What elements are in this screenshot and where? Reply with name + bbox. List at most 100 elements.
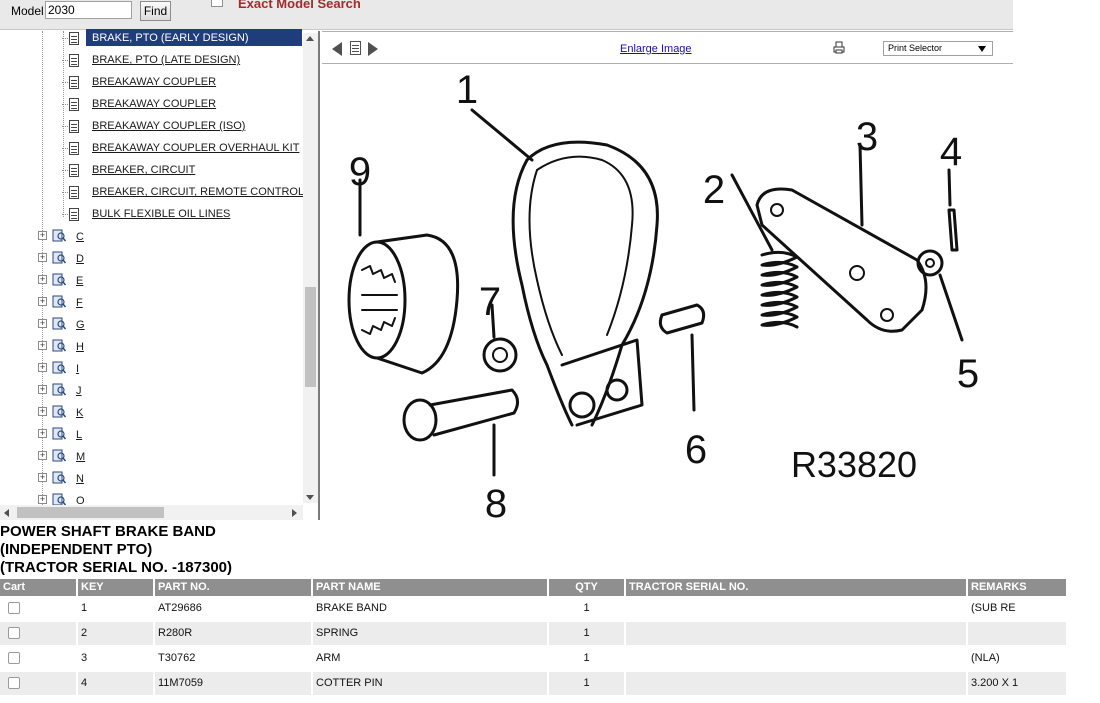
column-header-remarks[interactable]: REMARKS [968, 579, 1068, 596]
document-icon [69, 32, 79, 45]
exact-model-search-checkbox[interactable] [211, 0, 223, 7]
scroll-right-icon[interactable] [292, 509, 297, 517]
tree-item[interactable]: BRAKE, PTO (EARLY DESIGN) [0, 29, 303, 51]
column-header-part-name[interactable]: PART NAME [313, 579, 549, 596]
scroll-left-icon[interactable] [4, 509, 9, 517]
tree-group-label[interactable]: E [76, 275, 84, 287]
tree-group-label[interactable]: N [76, 473, 84, 485]
expand-plus-icon[interactable]: + [38, 274, 47, 284]
expand-plus-icon[interactable]: + [38, 472, 47, 482]
tree-group-label[interactable]: F [76, 297, 83, 309]
tree-group-g[interactable]: +G [0, 316, 303, 338]
tree-item-label[interactable]: BREAKAWAY COUPLER [92, 98, 217, 110]
cart-checkbox[interactable] [8, 652, 20, 664]
tree-group-label[interactable]: J [76, 385, 82, 397]
tree-item-label[interactable]: BREAKAWAY COUPLER (ISO) [92, 120, 246, 132]
expand-plus-icon[interactable]: + [38, 384, 47, 394]
tree-item-label[interactable]: BREAKAWAY COUPLER OVERHAUL KIT [92, 142, 300, 154]
tree-connector-line [62, 126, 68, 127]
tree-group-e[interactable]: +E [0, 272, 303, 294]
find-button[interactable]: Find [140, 1, 171, 21]
tree-group-c[interactable]: +C [0, 228, 303, 250]
scrollbar-thumb[interactable] [17, 507, 164, 518]
tree-group-label[interactable]: G [76, 319, 85, 331]
tree-item-label[interactable]: BREAKAWAY COUPLER [92, 76, 217, 88]
enlarge-image-link[interactable]: Enlarge Image [620, 43, 692, 55]
tree-group-l[interactable]: +L [0, 426, 303, 448]
book-magnifier-icon [52, 295, 67, 308]
page-icon[interactable] [350, 41, 361, 55]
column-header-part-no[interactable]: PART NO. [155, 579, 313, 596]
tree-group-label[interactable]: H [76, 341, 84, 353]
expand-plus-icon[interactable]: + [38, 450, 47, 460]
cart-checkbox[interactable] [8, 627, 20, 639]
previous-image-icon[interactable] [332, 42, 342, 56]
tree-group-label[interactable]: K [76, 407, 84, 419]
expand-plus-icon[interactable]: + [38, 318, 47, 328]
tree-connector-line [42, 31, 43, 505]
tree-item[interactable]: BRAKE, PTO (LATE DESIGN) [0, 51, 303, 73]
tree-group-label[interactable]: D [76, 253, 84, 265]
printer-icon[interactable] [833, 41, 845, 54]
tree-vertical-scrollbar[interactable] [303, 33, 318, 503]
tree-group-o[interactable]: +O [0, 492, 303, 514]
tree-group-m[interactable]: +M [0, 448, 303, 470]
tractor-serial-cell [626, 622, 968, 645]
column-header-qty[interactable]: QTY [549, 579, 626, 596]
book-magnifier-icon [52, 471, 67, 484]
tree-item-label[interactable]: BRAKE, PTO (EARLY DESIGN) [92, 32, 249, 44]
column-header-tractor-serial[interactable]: TRACTOR SERIAL NO. [626, 579, 968, 596]
column-header-key[interactable]: KEY [78, 579, 155, 596]
expand-plus-icon[interactable]: + [38, 494, 47, 504]
tree-item[interactable]: BREAKER, CIRCUIT [0, 161, 303, 183]
tree-item[interactable]: BREAKAWAY COUPLER [0, 95, 303, 117]
tree-group-h[interactable]: +H [0, 338, 303, 360]
remarks-cell: (NLA) [968, 647, 1068, 670]
tree-group-label[interactable]: C [76, 231, 84, 243]
expand-plus-icon[interactable]: + [38, 230, 47, 240]
expand-plus-icon[interactable]: + [38, 362, 47, 372]
tree-group-n[interactable]: +N [0, 470, 303, 492]
expand-plus-icon[interactable]: + [38, 406, 47, 416]
expand-plus-icon[interactable]: + [38, 296, 47, 306]
remarks-cell [968, 622, 1068, 645]
expand-plus-icon[interactable]: + [38, 340, 47, 350]
expand-plus-icon[interactable]: + [38, 252, 47, 262]
document-icon [69, 186, 79, 199]
document-icon [69, 120, 79, 133]
tree-item[interactable]: BREAKAWAY COUPLER (ISO) [0, 117, 303, 139]
tree-group-i[interactable]: +I [0, 360, 303, 382]
tree-item[interactable]: BREAKAWAY COUPLER [0, 73, 303, 95]
key-cell: 2 [78, 622, 155, 645]
tree-group-d[interactable]: +D [0, 250, 303, 272]
model-input[interactable] [45, 1, 132, 19]
scroll-up-icon[interactable] [306, 36, 314, 41]
tree-group-label[interactable]: O [76, 495, 85, 507]
next-image-icon[interactable] [368, 42, 378, 56]
tree-group-j[interactable]: +J [0, 382, 303, 404]
tree-item-label[interactable]: BRAKE, PTO (LATE DESIGN) [92, 54, 241, 66]
tree-item[interactable]: BREAKAWAY COUPLER OVERHAUL KIT [0, 139, 303, 161]
book-magnifier-icon [52, 339, 67, 352]
tree-group-label[interactable]: M [76, 451, 86, 463]
tree-item-label[interactable]: BULK FLEXIBLE OIL LINES [92, 208, 231, 220]
scroll-down-icon[interactable] [306, 495, 314, 500]
tree-group-f[interactable]: +F [0, 294, 303, 316]
tree-group-k[interactable]: +K [0, 404, 303, 426]
expand-plus-icon[interactable]: + [38, 428, 47, 438]
tree-item[interactable]: BULK FLEXIBLE OIL LINES [0, 205, 303, 227]
part-no-cell: AT29686 [155, 597, 313, 620]
scrollbar-thumb[interactable] [305, 287, 316, 387]
tree-horizontal-scrollbar[interactable] [0, 505, 303, 520]
cart-checkbox[interactable] [8, 677, 20, 689]
cart-checkbox[interactable] [8, 602, 20, 614]
tree-group-label[interactable]: L [76, 429, 83, 441]
parts-tree-panel: BRAKE, PTO (EARLY DESIGN) BRAKE, PTO (LAT… [0, 29, 320, 520]
tree-item-label[interactable]: BREAKER, CIRCUIT [92, 164, 196, 176]
document-icon [69, 164, 79, 177]
print-selector-dropdown[interactable]: Print Selector [883, 41, 993, 56]
tree-group-label[interactable]: I [76, 363, 80, 375]
selection-highlight [86, 29, 302, 46]
tree-item-label[interactable]: BREAKER, CIRCUIT, REMOTE CONTROL [92, 186, 305, 198]
tree-item[interactable]: BREAKER, CIRCUIT, REMOTE CONTROL [0, 183, 305, 205]
